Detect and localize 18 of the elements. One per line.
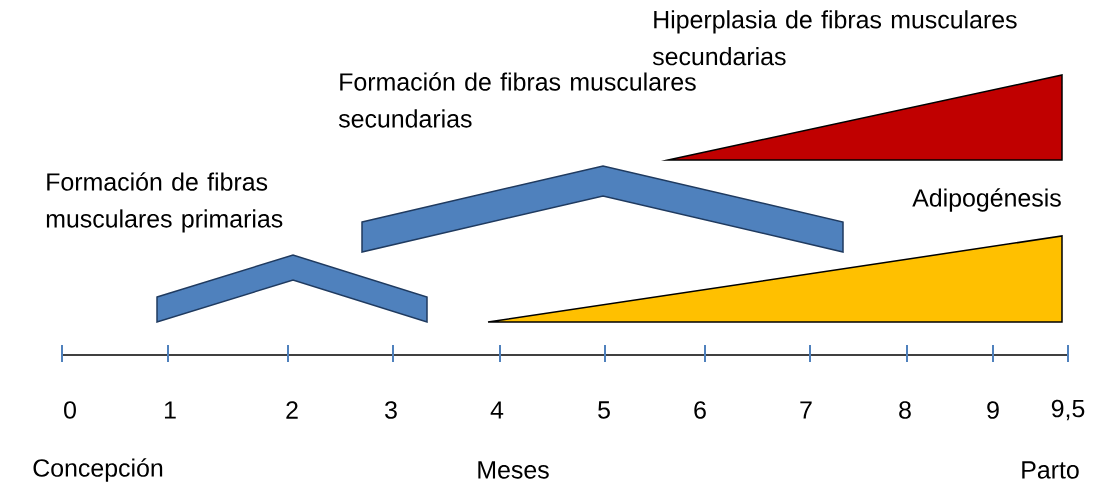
- axis-label: Meses: [478, 461, 549, 479]
- tick-label: 9,5: [1051, 399, 1085, 421]
- tick-label: 7: [800, 401, 812, 419]
- shape-label: Hiperplasia de fibras musculares secundarias: [652, 10, 1017, 66]
- shape-label: Adipogénesis: [912, 188, 1061, 212]
- tick-label: 1: [164, 401, 176, 419]
- shape-label: Formación de fibras musculares primarias: [46, 172, 283, 233]
- shape-label: Formación de fibras musculares secundarias: [338, 72, 696, 128]
- tick-label: 3: [385, 401, 397, 419]
- tick-label: 4: [490, 401, 504, 419]
- axis-label: Concepción: [33, 458, 163, 482]
- tick-label: 6: [694, 401, 706, 419]
- tick-label: 5: [598, 401, 610, 419]
- tick-label: 8: [899, 401, 911, 419]
- axis-label: Parto: [1022, 461, 1079, 479]
- tick-label: 0: [64, 401, 76, 419]
- tick-label: 2: [286, 401, 298, 419]
- tick-label: 9: [987, 401, 999, 419]
